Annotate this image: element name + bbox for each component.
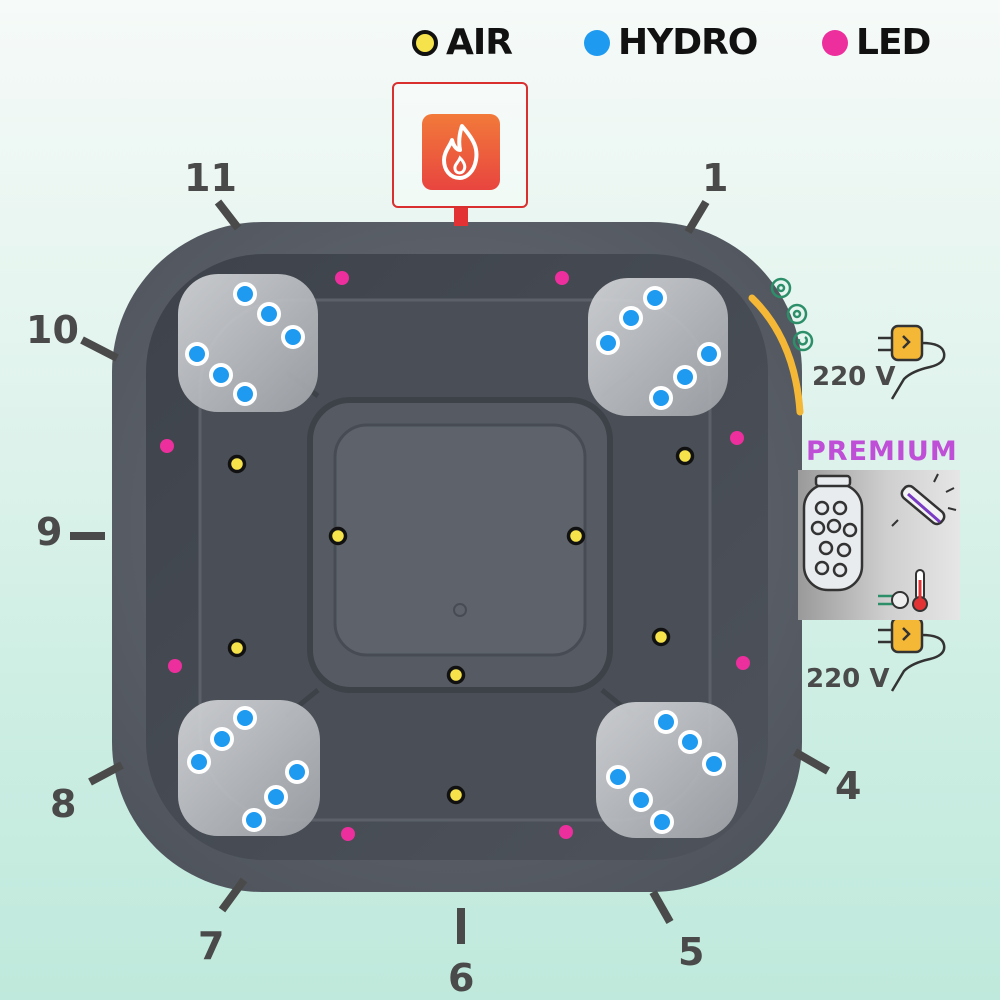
led-light bbox=[555, 271, 569, 285]
position-number-10: 10 bbox=[26, 308, 79, 352]
flame-icon bbox=[422, 114, 500, 190]
hydro-jet bbox=[257, 302, 281, 326]
air-jet bbox=[227, 638, 247, 658]
legend-item-air: AIR bbox=[412, 22, 513, 63]
led-light bbox=[335, 271, 349, 285]
drain bbox=[453, 603, 467, 617]
control-panel bbox=[748, 294, 804, 416]
led-light bbox=[730, 431, 744, 445]
legend: AIR HYDRO LED bbox=[0, 22, 1000, 72]
air-jet bbox=[446, 785, 466, 805]
hydro-jet bbox=[606, 765, 630, 789]
hydro-jet bbox=[210, 727, 234, 751]
uv-lamp-icon bbox=[891, 473, 957, 527]
air-jets bbox=[227, 446, 695, 805]
air-jet bbox=[328, 526, 348, 546]
hydro-jet bbox=[185, 342, 209, 366]
heater-connector bbox=[454, 208, 468, 226]
hydro-jet bbox=[264, 785, 288, 809]
hydro-jet bbox=[619, 306, 643, 330]
led-light bbox=[160, 439, 174, 453]
hydro-jet bbox=[596, 331, 620, 355]
legend-item-led: LED bbox=[822, 22, 931, 63]
position-number-8: 8 bbox=[50, 782, 77, 826]
position-number-9: 9 bbox=[36, 510, 63, 554]
hydro-jet bbox=[643, 286, 667, 310]
thermometer-icon bbox=[912, 569, 928, 612]
legend-label-hydro: HYDRO bbox=[618, 22, 758, 63]
led-light bbox=[341, 827, 355, 841]
led-light bbox=[736, 656, 750, 670]
voltage-label-bottom: 220 V bbox=[806, 664, 890, 694]
position-number-5: 5 bbox=[678, 930, 705, 974]
position-ticks bbox=[70, 199, 830, 944]
air-jet bbox=[227, 454, 247, 474]
led-light bbox=[559, 825, 573, 839]
position-number-11: 11 bbox=[184, 156, 237, 200]
air-jet bbox=[651, 627, 671, 647]
hydro-jet bbox=[209, 363, 233, 387]
hydro-jet bbox=[650, 810, 674, 834]
legend-item-hydro: HYDRO bbox=[584, 22, 758, 63]
air-jet bbox=[566, 526, 586, 546]
position-number-1: 1 bbox=[702, 156, 729, 200]
hydro-jet bbox=[242, 808, 266, 832]
footwell bbox=[333, 423, 587, 657]
hydro-jet bbox=[281, 325, 305, 349]
hydro-jet bbox=[678, 730, 702, 754]
hydro-jet bbox=[187, 750, 211, 774]
heater-element-icon bbox=[878, 591, 909, 609]
hydro-jet bbox=[697, 342, 721, 366]
hydro-dot-icon bbox=[584, 29, 610, 56]
hydro-jet bbox=[649, 386, 673, 410]
hydro-jet bbox=[233, 706, 257, 730]
filter-cartridge-icon bbox=[802, 474, 864, 592]
led-lights bbox=[160, 271, 750, 841]
control-buttons-icon bbox=[770, 277, 814, 352]
voltage-label-top: 220 V bbox=[812, 362, 896, 392]
position-number-6: 6 bbox=[448, 956, 475, 1000]
hydro-jet bbox=[702, 752, 726, 776]
legend-label-air: AIR bbox=[446, 22, 513, 63]
premium-panel bbox=[798, 470, 960, 620]
hydro-jet bbox=[673, 365, 697, 389]
air-jet bbox=[675, 446, 695, 466]
plug-icon bbox=[878, 324, 946, 400]
air-jet bbox=[446, 665, 466, 685]
position-number-7: 7 bbox=[198, 924, 225, 968]
hydro-jet bbox=[285, 760, 309, 784]
led-dot-icon bbox=[822, 29, 848, 56]
hydro-jet bbox=[629, 788, 653, 812]
legend-label-led: LED bbox=[856, 22, 931, 63]
position-number-4: 4 bbox=[835, 764, 862, 808]
hydro-jet bbox=[233, 282, 257, 306]
led-light bbox=[168, 659, 182, 673]
premium-label: PREMIUM bbox=[806, 436, 958, 467]
hydro-jet bbox=[654, 710, 678, 734]
air-dot-icon bbox=[412, 29, 438, 56]
premium-features bbox=[802, 473, 957, 612]
hydro-jet bbox=[233, 382, 257, 406]
hydro-jets bbox=[185, 282, 726, 834]
